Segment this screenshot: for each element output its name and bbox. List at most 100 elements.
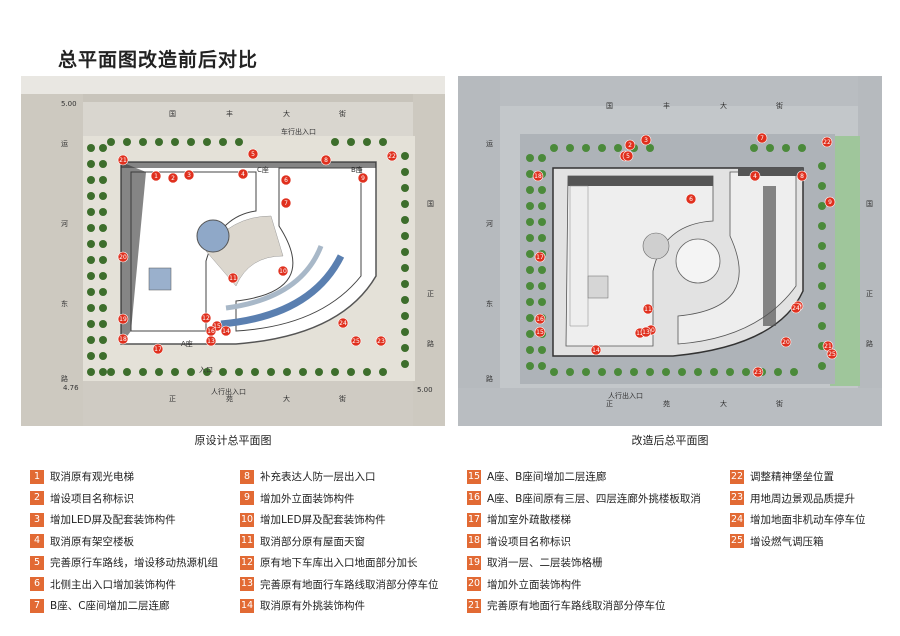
svg-text:18: 18 [534,173,542,180]
svg-text:23: 23 [754,369,762,376]
legend-text: 增加LED屏及配套装饰构件 [260,514,386,526]
svg-text:运: 运 [486,140,493,148]
before-marker-8: 8 [320,154,332,166]
svg-text:25: 25 [828,351,836,358]
svg-text:25: 25 [352,338,360,345]
svg-text:13: 13 [207,338,215,345]
svg-text:8: 8 [800,173,804,180]
svg-text:5.00: 5.00 [417,386,433,394]
svg-text:9: 9 [828,199,832,206]
legend-text: 增加外立面装饰构件 [487,578,582,591]
legend-number-badge: 17 [467,512,481,527]
legend-text: 增加室外疏散楼梯 [487,514,571,526]
after-marker-20: 20 [780,336,792,348]
svg-text:5.00: 5.00 [61,100,77,108]
svg-text:15: 15 [213,323,221,330]
legend-number-badge: 10 [240,512,254,527]
svg-text:23: 23 [377,338,385,345]
legend-text: 取消一层、二层装饰格栅 [487,557,603,569]
before-marker-1: 1 [150,170,162,182]
svg-text:20: 20 [782,339,790,346]
legend-text: 北侧主出入口增加装饰构件 [50,578,176,591]
after-marker-17: 17 [534,251,546,263]
after-marker-13: 13 [640,326,652,338]
legend-number-badge: 12 [240,555,254,570]
legend-text: A座、B座间原有三层、四层连廊外挑楼板取消 [487,492,701,505]
after-marker-2: 2 [624,139,636,151]
legend-text: A座、B座间增加二层连廊 [487,471,607,483]
svg-text:车行出入口: 车行出入口 [281,127,316,136]
legend-number-badge: 23 [730,491,744,505]
legend-number-badge: 2 [30,491,44,505]
svg-text:正: 正 [866,290,873,298]
svg-text:9: 9 [361,175,365,182]
svg-text:国: 国 [169,110,176,118]
svg-text:国: 国 [606,102,613,110]
svg-text:22: 22 [388,153,396,160]
legend-number-badge: 22 [730,469,744,484]
after-marker-24: 24 [790,302,802,314]
svg-text:街: 街 [776,399,783,408]
svg-text:11: 11 [644,306,652,313]
svg-text:2: 2 [628,142,632,149]
before-marker-23: 23 [375,335,387,347]
legend-number-badge: 19 [467,555,481,570]
before-marker-6: 6 [280,174,292,186]
svg-text:大: 大 [283,394,290,403]
after-marker-23: 23 [752,366,764,378]
after-marker-9: 9 [824,196,836,208]
svg-text:苑: 苑 [663,399,670,408]
svg-text:人行出入口: 人行出入口 [211,387,246,396]
svg-text:入口: 入口 [199,366,213,374]
before-marker-13: 13 [205,335,217,347]
svg-text:5: 5 [251,151,255,158]
svg-text:14: 14 [222,328,230,335]
svg-text:街: 街 [339,109,346,118]
svg-text:街: 街 [339,394,346,403]
legend-number-badge: 21 [467,598,481,613]
svg-text:24: 24 [792,305,800,312]
svg-text:17: 17 [154,346,162,353]
legend-number-badge: 6 [30,577,44,591]
legend-item-10: 10 增加LED屏及配套装饰构件 [240,512,386,527]
svg-text:10: 10 [647,327,655,334]
svg-text:运: 运 [61,140,68,148]
svg-text:人行出入口: 人行出入口 [608,391,643,400]
before-marker-20: 20 [117,251,129,263]
svg-text:7: 7 [284,200,288,207]
svg-text:3: 3 [644,137,648,144]
svg-text:4: 4 [241,171,245,178]
legend-text: 取消原有外挑装饰构件 [260,600,365,612]
before-marker-7: 7 [280,197,292,209]
svg-text:路: 路 [866,339,873,348]
svg-text:13: 13 [642,329,650,336]
legend-text: 增加地面非机动车停车位 [750,514,866,526]
svg-text:5: 5 [626,153,630,160]
legend-text: 取消原有架空楼板 [50,535,134,548]
caption-before: 原设计总平面图 [194,434,272,447]
svg-text:16: 16 [536,316,544,323]
legend-text: 完善原有地面行车路线取消部分停车位 [260,578,439,591]
after-marker-5: 5 [622,150,634,162]
svg-text:路: 路 [61,374,68,383]
legend-text: 增设项目名称标识 [487,535,571,548]
svg-text:16: 16 [207,328,215,335]
svg-text:2: 2 [171,175,175,182]
legend-number-badge: 7 [30,598,44,613]
svg-text:A座: A座 [181,339,193,348]
legend-item-17: 17 增加室外疏散楼梯 [467,512,571,527]
svg-text:苑: 苑 [226,394,233,403]
